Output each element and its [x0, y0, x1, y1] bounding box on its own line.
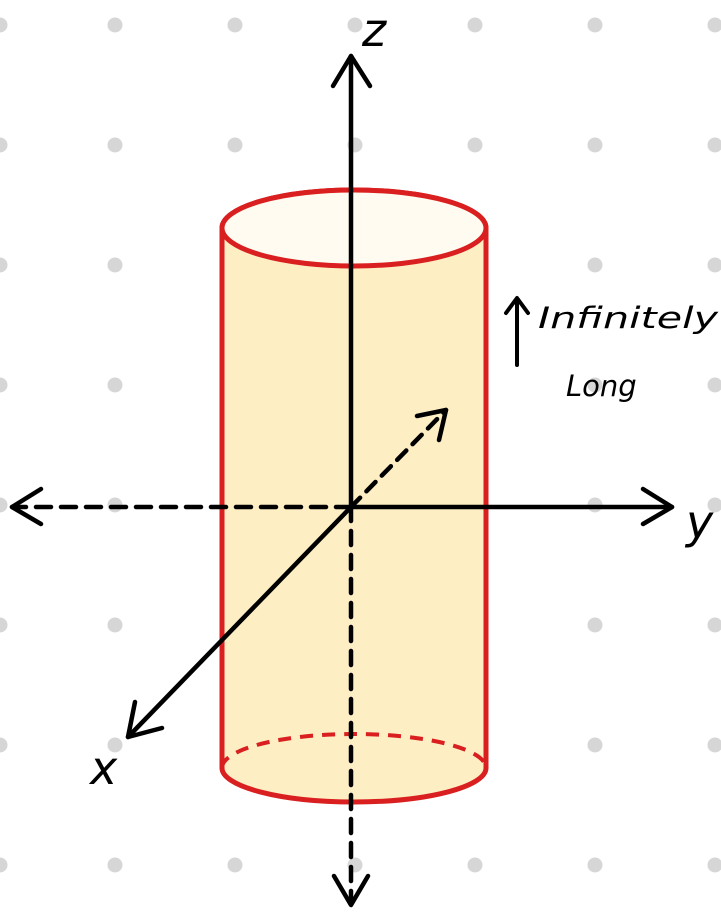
y-axis-negative-arrowhead [9, 486, 44, 527]
grid-dot [347, 17, 363, 33]
grid-dot [0, 857, 8, 873]
z-axis-arrowhead [330, 53, 373, 89]
grid-dot [707, 497, 721, 513]
x-axis-arrowhead [125, 699, 165, 740]
grid-dot [0, 617, 8, 633]
annotation-line-1: Infinitely [538, 301, 719, 335]
grid-dot [0, 377, 8, 393]
grid-dot [707, 617, 721, 633]
z-axis-label: z [361, 3, 387, 57]
z-axis-negative-arrowhead [331, 873, 371, 908]
up-arrow-icon [504, 296, 530, 367]
x-axis-negative [348, 407, 449, 510]
grid-dot [107, 17, 123, 33]
x-axis-label: x [88, 741, 118, 795]
grid-dot [587, 857, 603, 873]
annotation-line-2: Long [566, 369, 637, 403]
grid-dot [227, 137, 243, 153]
grid-dot [0, 137, 8, 153]
grid-dot [227, 17, 243, 33]
grid-dot [0, 17, 8, 33]
cylinder-top-face [219, 187, 489, 269]
axes [9, 53, 675, 908]
labels: z y x Infinitely Long [88, 3, 719, 795]
grid-dot [707, 17, 721, 33]
grid-dot [107, 617, 123, 633]
grid-dot [587, 377, 603, 393]
grid-dot [467, 137, 483, 153]
grid-dot [587, 617, 603, 633]
grid-dot [467, 17, 483, 33]
y-axis-arrowhead [640, 486, 675, 527]
grid-dot [0, 737, 8, 753]
grid-dot [587, 17, 603, 33]
grid-dot [467, 857, 483, 873]
grid-dot [107, 137, 123, 153]
grid-dot [587, 257, 603, 273]
cylinder-body [219, 187, 489, 805]
grid-dot [707, 377, 721, 393]
grid-dot [587, 737, 603, 753]
grid-dot [707, 257, 721, 273]
grid-dot [587, 137, 603, 153]
grid-dot [227, 857, 243, 873]
grid-dot [707, 857, 721, 873]
grid-dot [707, 137, 721, 153]
cylinder [219, 187, 489, 805]
grid-dot [107, 857, 123, 873]
grid-dot [107, 737, 123, 753]
grid-dot [107, 257, 123, 273]
y-axis-label: y [684, 495, 714, 549]
grid-dot [707, 737, 721, 753]
grid-dot [0, 257, 8, 273]
x-axis-negative-arrowhead [414, 407, 449, 443]
grid-dot [107, 377, 123, 393]
grid-dot [0, 497, 8, 513]
cylinder-bottom-hidden-edge [220, 732, 488, 769]
x-axis-positive [125, 504, 354, 740]
